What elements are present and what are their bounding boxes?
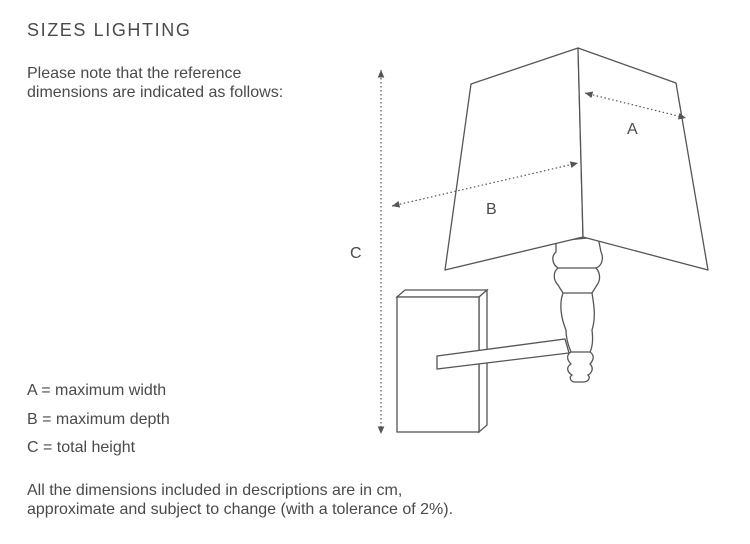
dimensions-note: All the dimensions included in descripti…: [27, 481, 587, 519]
dimension-legend: A = maximum width B = maximum depth C = …: [27, 381, 170, 467]
legend-item-a: A = maximum width: [27, 382, 167, 399]
label-b: B: [486, 201, 497, 218]
intro-line-1: Please note that the reference: [27, 65, 242, 82]
lamp-shade: [444, 47, 709, 271]
width-dimension-a: [584, 91, 687, 120]
note-line-1: All the dimensions included in descripti…: [27, 482, 403, 499]
note-line-2: approximate and subject to change (with …: [27, 501, 454, 518]
lamp-stem: [552, 236, 603, 383]
legend-item-b: B = maximum depth: [27, 410, 170, 428]
page-title: SIZES LIGHTING: [27, 20, 192, 40]
intro-line-2: dimensions are indicated as follows:: [27, 84, 284, 101]
intro-text: Please note that the reference dimension…: [27, 64, 357, 102]
label-a: A: [627, 121, 638, 138]
legend-item-c: C = total height: [27, 439, 136, 456]
label-c: C: [350, 245, 362, 262]
